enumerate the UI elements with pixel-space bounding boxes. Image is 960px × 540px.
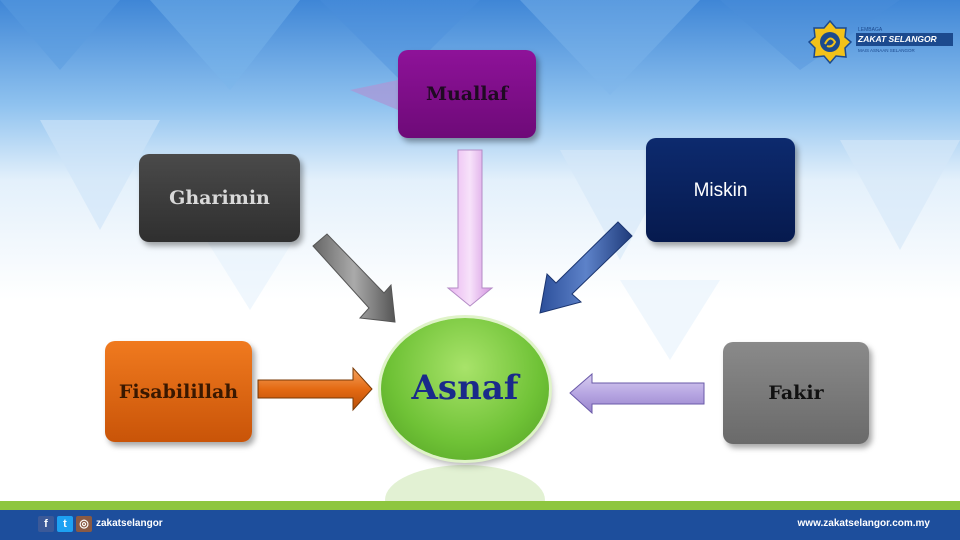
category-label-muallaf: Muallaf [425,83,509,105]
footer-accent-strip [0,501,960,510]
category-label-miskin: Miskin [693,180,748,201]
asnaf-center-label: Asnaf [411,368,519,408]
category-box-gharimin: Gharimin [139,154,300,242]
category-box-fisabilillah: Fisabilillah [105,341,252,442]
category-label-fakir: Fakir [768,382,824,404]
category-label-fisabilillah: Fisabilillah [118,380,239,403]
arrow-muallaf-to-asnaf [446,149,494,307]
arrow-fakir-to-asnaf [569,372,705,415]
arrow-miskin-to-asnaf [539,221,633,314]
category-box-muallaf: Muallaf [398,50,536,138]
logo-line-1: LEMBAGA [858,27,883,33]
social-handle[interactable]: zakatselangor [96,518,163,529]
arrow-gharimin-to-asnaf [312,233,396,323]
twitter-icon[interactable]: t [57,516,73,532]
zakat-selangor-logo: LEMBAGA ZAKAT SELANGOR MAIS ASNAAN SELAN… [808,20,953,64]
category-box-fakir: Fakir [723,342,869,444]
logo-line-2: ZAKAT SELANGOR [856,33,953,46]
instagram-icon[interactable]: ◎ [76,516,92,532]
zakat-emblem-icon [808,20,852,64]
arrow-fisabilillah-to-asnaf [257,366,373,412]
facebook-icon[interactable]: f [38,516,54,532]
website-link[interactable]: www.zakatselangor.com.my [797,518,930,529]
category-box-miskin: Miskin [646,138,795,242]
category-label-gharimin: Gharimin [169,187,270,209]
footer-bar: f t ◎ zakatselangor www.zakatselangor.co… [0,510,960,540]
asnaf-center-circle: Asnaf [381,318,549,460]
logo-line-3: MAIS ASNAAN SELANGOR [858,48,915,53]
